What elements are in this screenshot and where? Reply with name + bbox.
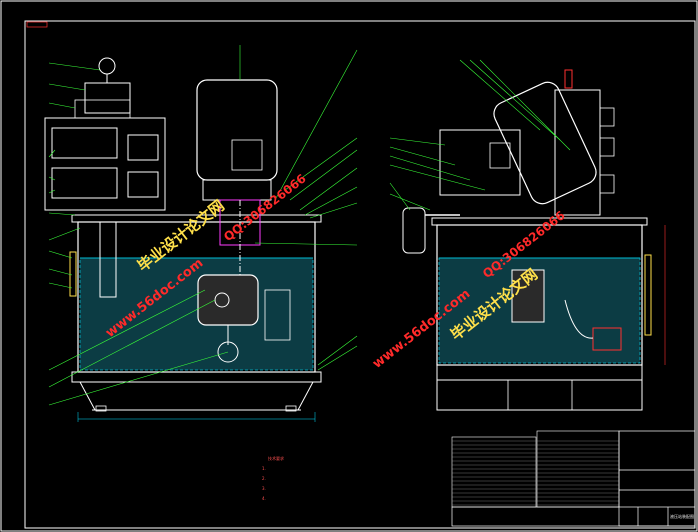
- heater-cable: [564, 299, 594, 339]
- motor-flange: [202, 179, 272, 201]
- valve-solenoid-side-3: [599, 174, 615, 194]
- heater-icon: [592, 327, 622, 351]
- watermark-left-qq: QQ:306826066: [221, 171, 309, 244]
- pressure-gauge-icon: [98, 57, 116, 75]
- valve-solenoid-side-2: [599, 137, 615, 157]
- heater-icon-front: [264, 289, 291, 341]
- base-frame-side: [436, 364, 643, 381]
- leader-lines-side: [389, 59, 571, 211]
- relief-valve: [84, 82, 131, 114]
- valve-solenoid-b: [127, 171, 159, 198]
- base-skid-side: [436, 379, 643, 411]
- note-line-4: 4.: [262, 496, 266, 501]
- manifold-side-port: [489, 142, 511, 169]
- frame-tag: [26, 21, 48, 28]
- base-skid-right: [297, 381, 314, 411]
- front-view: [44, 45, 358, 422]
- note-line-3: 3.: [262, 486, 266, 491]
- inner-border: [24, 20, 696, 529]
- pump-side: [511, 269, 545, 323]
- hydraulic-pump-icon: [197, 274, 259, 326]
- valve-solenoid-a: [127, 134, 159, 161]
- oil-level-gauge-icon: [69, 251, 77, 297]
- relief-valve-block: [74, 99, 131, 119]
- base-frame-front: [71, 371, 322, 383]
- suction-filter: [217, 341, 239, 363]
- title-block-drawing-name: 液压站装配图: [670, 513, 694, 519]
- oil-fluid-front: [79, 257, 314, 371]
- tank-lid-side: [431, 217, 648, 226]
- valve-solenoid-side-1: [599, 107, 615, 127]
- notes-heading: 技术要求: [268, 455, 284, 461]
- base-skid-left: [79, 381, 96, 411]
- note-line-2: 2.: [262, 476, 266, 481]
- manifold-side: [439, 129, 521, 196]
- parts-list-rows: [452, 440, 619, 506]
- valve-top-fitting: [564, 69, 573, 89]
- side-view: [389, 59, 666, 411]
- tank-lid-front: [71, 214, 322, 223]
- note-line-1: 1.: [262, 466, 266, 471]
- directional-valve-icon: [51, 127, 118, 159]
- motor-terminal-box: [231, 139, 263, 171]
- leader-lines-front: [48, 45, 358, 406]
- valve-body-b: [51, 167, 118, 199]
- title-block: [451, 430, 696, 527]
- oil-filter-icon: [402, 207, 426, 254]
- watermark-qq-left: QQ:306826066: [221, 171, 309, 244]
- foot-left: [95, 405, 107, 412]
- return-pipe: [99, 221, 117, 298]
- valve-manifold-front: [44, 117, 166, 211]
- electric-motor-icon: [196, 79, 278, 181]
- foot-right: [285, 405, 297, 412]
- oil-level-gauge-side: [644, 254, 652, 336]
- motor-side: [493, 81, 597, 205]
